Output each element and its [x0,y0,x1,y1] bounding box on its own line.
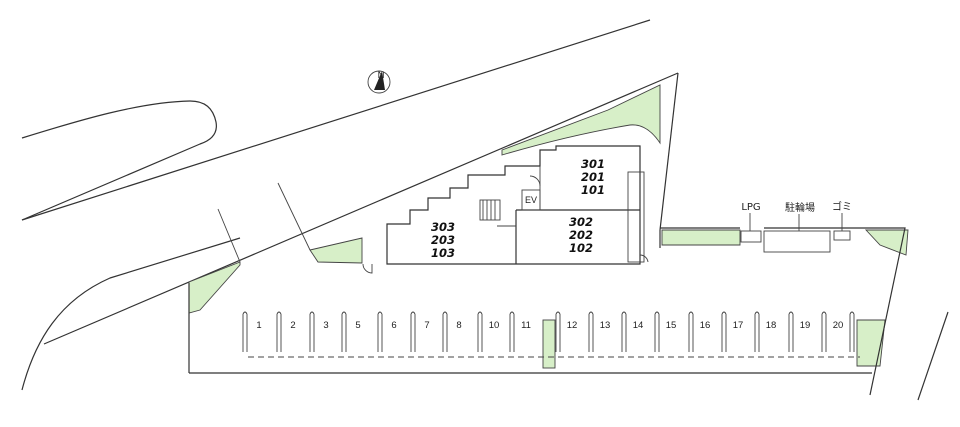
unit-303: 303 [431,220,455,234]
parking-divider [688,311,694,352]
parking-divider [849,311,855,352]
parking-slot-label: 14 [633,320,644,331]
parking-slot-label: 18 [766,320,777,331]
parking-slot-label: 13 [600,320,611,331]
parking-slot-label: 15 [666,320,677,331]
elevator-label: EV [525,195,537,205]
parking-slot-label: 11 [521,320,531,331]
building: EV 303 203 103 301 201 101 302 202 102 [362,145,649,274]
site-boundary [188,72,949,401]
parking-divider [621,311,627,352]
unit-203: 203 [431,233,455,247]
parking-divider [788,311,794,352]
parking-slot-label: 8 [456,320,461,331]
parking-slot-label: 19 [800,320,811,331]
parking-slot-label: 3 [323,320,328,331]
parking-divider [555,311,561,352]
parking-slot-label: 2 [290,320,295,331]
lpg-label: LPG [741,202,760,213]
parking-divider [341,311,347,352]
elevator: EV [521,189,541,211]
north-label: N [378,70,385,81]
parking-slot-label: 6 [391,320,396,331]
parking-slot-label: 20 [833,320,844,331]
parking-divider [477,311,483,352]
north-arrow-icon: N [367,70,391,94]
unit-labels-left: 303 203 103 [431,220,455,260]
parking-slot-label: 17 [733,320,744,331]
unit-103: 103 [431,246,455,260]
bicycle-parking-label: 駐輪場 [785,201,815,214]
parking-divider [377,311,383,352]
parking-divider [754,311,760,352]
unit-101: 101 [581,183,605,197]
trash-label: ゴミ [832,200,852,213]
parking-divider [588,311,594,352]
parking-divider [410,311,416,352]
parking-slot-label: 10 [489,320,500,331]
unit-202: 202 [569,228,593,242]
parking-divider [309,311,315,352]
main-road [21,19,679,345]
parking-slot-label: 1 [256,320,261,331]
parking-slot-label: 12 [567,320,578,331]
parking-divider [442,311,448,352]
parking-divider [509,311,515,352]
road-upper-left [21,100,241,391]
parking-divider [276,311,282,352]
parking-divider [721,311,727,352]
unit-301: 301 [581,157,605,171]
parking-slot-label: 7 [424,320,429,331]
unit-102: 102 [569,241,593,255]
unit-302: 302 [569,215,593,229]
parking-slot-label: 5 [355,320,360,331]
unit-labels-right-upper: 301 201 101 [581,157,605,197]
unit-labels-right-lower: 302 202 102 [569,215,593,255]
parking-divider [654,311,660,352]
staircase [479,199,501,221]
facilities: LPG 駐輪場 ゴミ [740,200,852,253]
unit-201: 201 [581,170,605,184]
parking-divider [821,311,827,352]
parking-slot-label: 16 [700,320,711,331]
parking-divider [242,311,248,352]
